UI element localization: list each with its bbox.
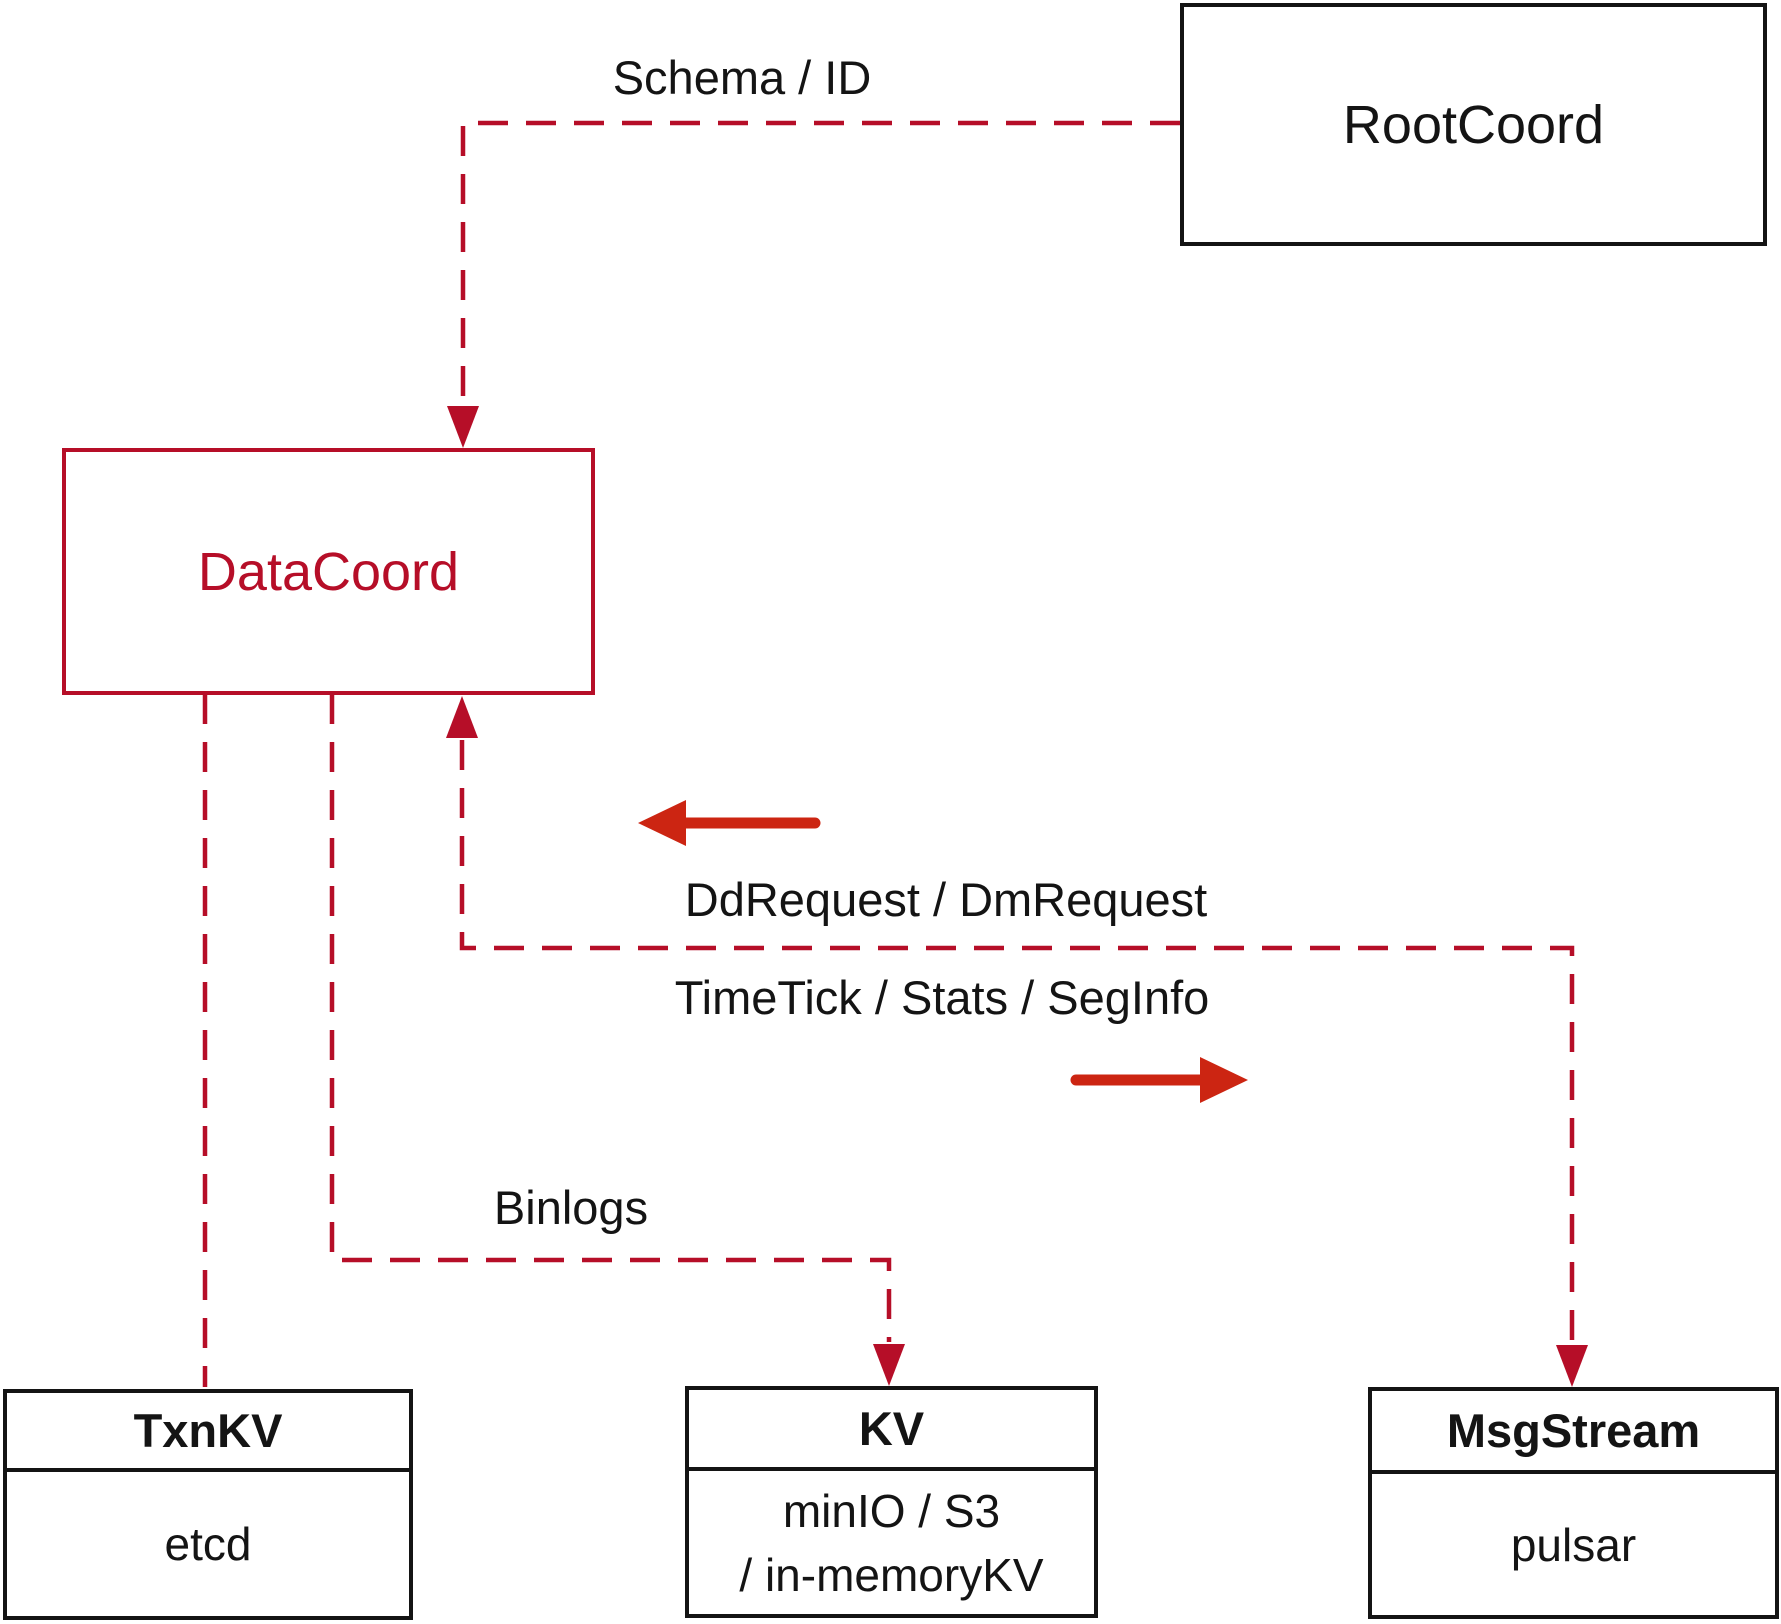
msgstream-body: pulsar: [1372, 1474, 1775, 1615]
direction-arrow-right: [1070, 1057, 1248, 1103]
kv-header: KV: [689, 1390, 1094, 1471]
txnkv-impl: etcd: [164, 1518, 252, 1570]
txnkv-title: TxnKV: [133, 1404, 283, 1457]
msgstream-node: MsgStream pulsar: [1368, 1387, 1779, 1619]
kv-title: KV: [858, 1402, 925, 1455]
txnkv-header: TxnKV: [7, 1393, 409, 1472]
msgstream-header: MsgStream: [1372, 1391, 1775, 1474]
txnkv-body: etcd: [7, 1472, 409, 1616]
datacoord-node: DataCoord: [62, 448, 595, 695]
rootcoord-node: RootCoord: [1180, 3, 1767, 246]
edge-label-ddrequest-dmrequest: DdRequest / DmRequest: [684, 873, 1208, 926]
direction-arrow-left: [638, 800, 821, 846]
msgstream-title: MsgStream: [1446, 1404, 1701, 1457]
arrowhead-into-datacoord-bottom: [446, 696, 478, 738]
kv-node: KV minIO / S3 / in-memoryKV: [685, 1386, 1098, 1618]
kv-impl-line2: / in-memoryKV: [739, 1548, 1044, 1601]
arrowhead-into-msgstream-top: [1556, 1345, 1588, 1387]
kv-body: minIO / S3 / in-memoryKV: [689, 1471, 1094, 1614]
edge-rootcoord-to-datacoord: [447, 120, 1180, 448]
kv-impl-line1: minIO / S3: [782, 1484, 1001, 1537]
edge-datacoord-to-kv: [329, 694, 905, 1386]
arrowhead-into-kv-top: [873, 1344, 905, 1386]
datacoord-title: DataCoord: [197, 541, 460, 602]
edge-msgstream-datacoord-bus: [446, 696, 1588, 1387]
rootcoord-title: RootCoord: [1342, 94, 1605, 155]
edge-label-schema-id: Schema / ID: [612, 51, 872, 104]
arrowhead-into-datacoord-top: [447, 406, 479, 448]
msgstream-impl: pulsar: [1510, 1518, 1637, 1571]
edge-label-timetick-stats-seginfo: TimeTick / Stats / SegInfo: [674, 971, 1210, 1024]
edge-label-binlogs: Binlogs: [493, 1181, 649, 1234]
txnkv-node: TxnKV etcd: [3, 1389, 413, 1620]
